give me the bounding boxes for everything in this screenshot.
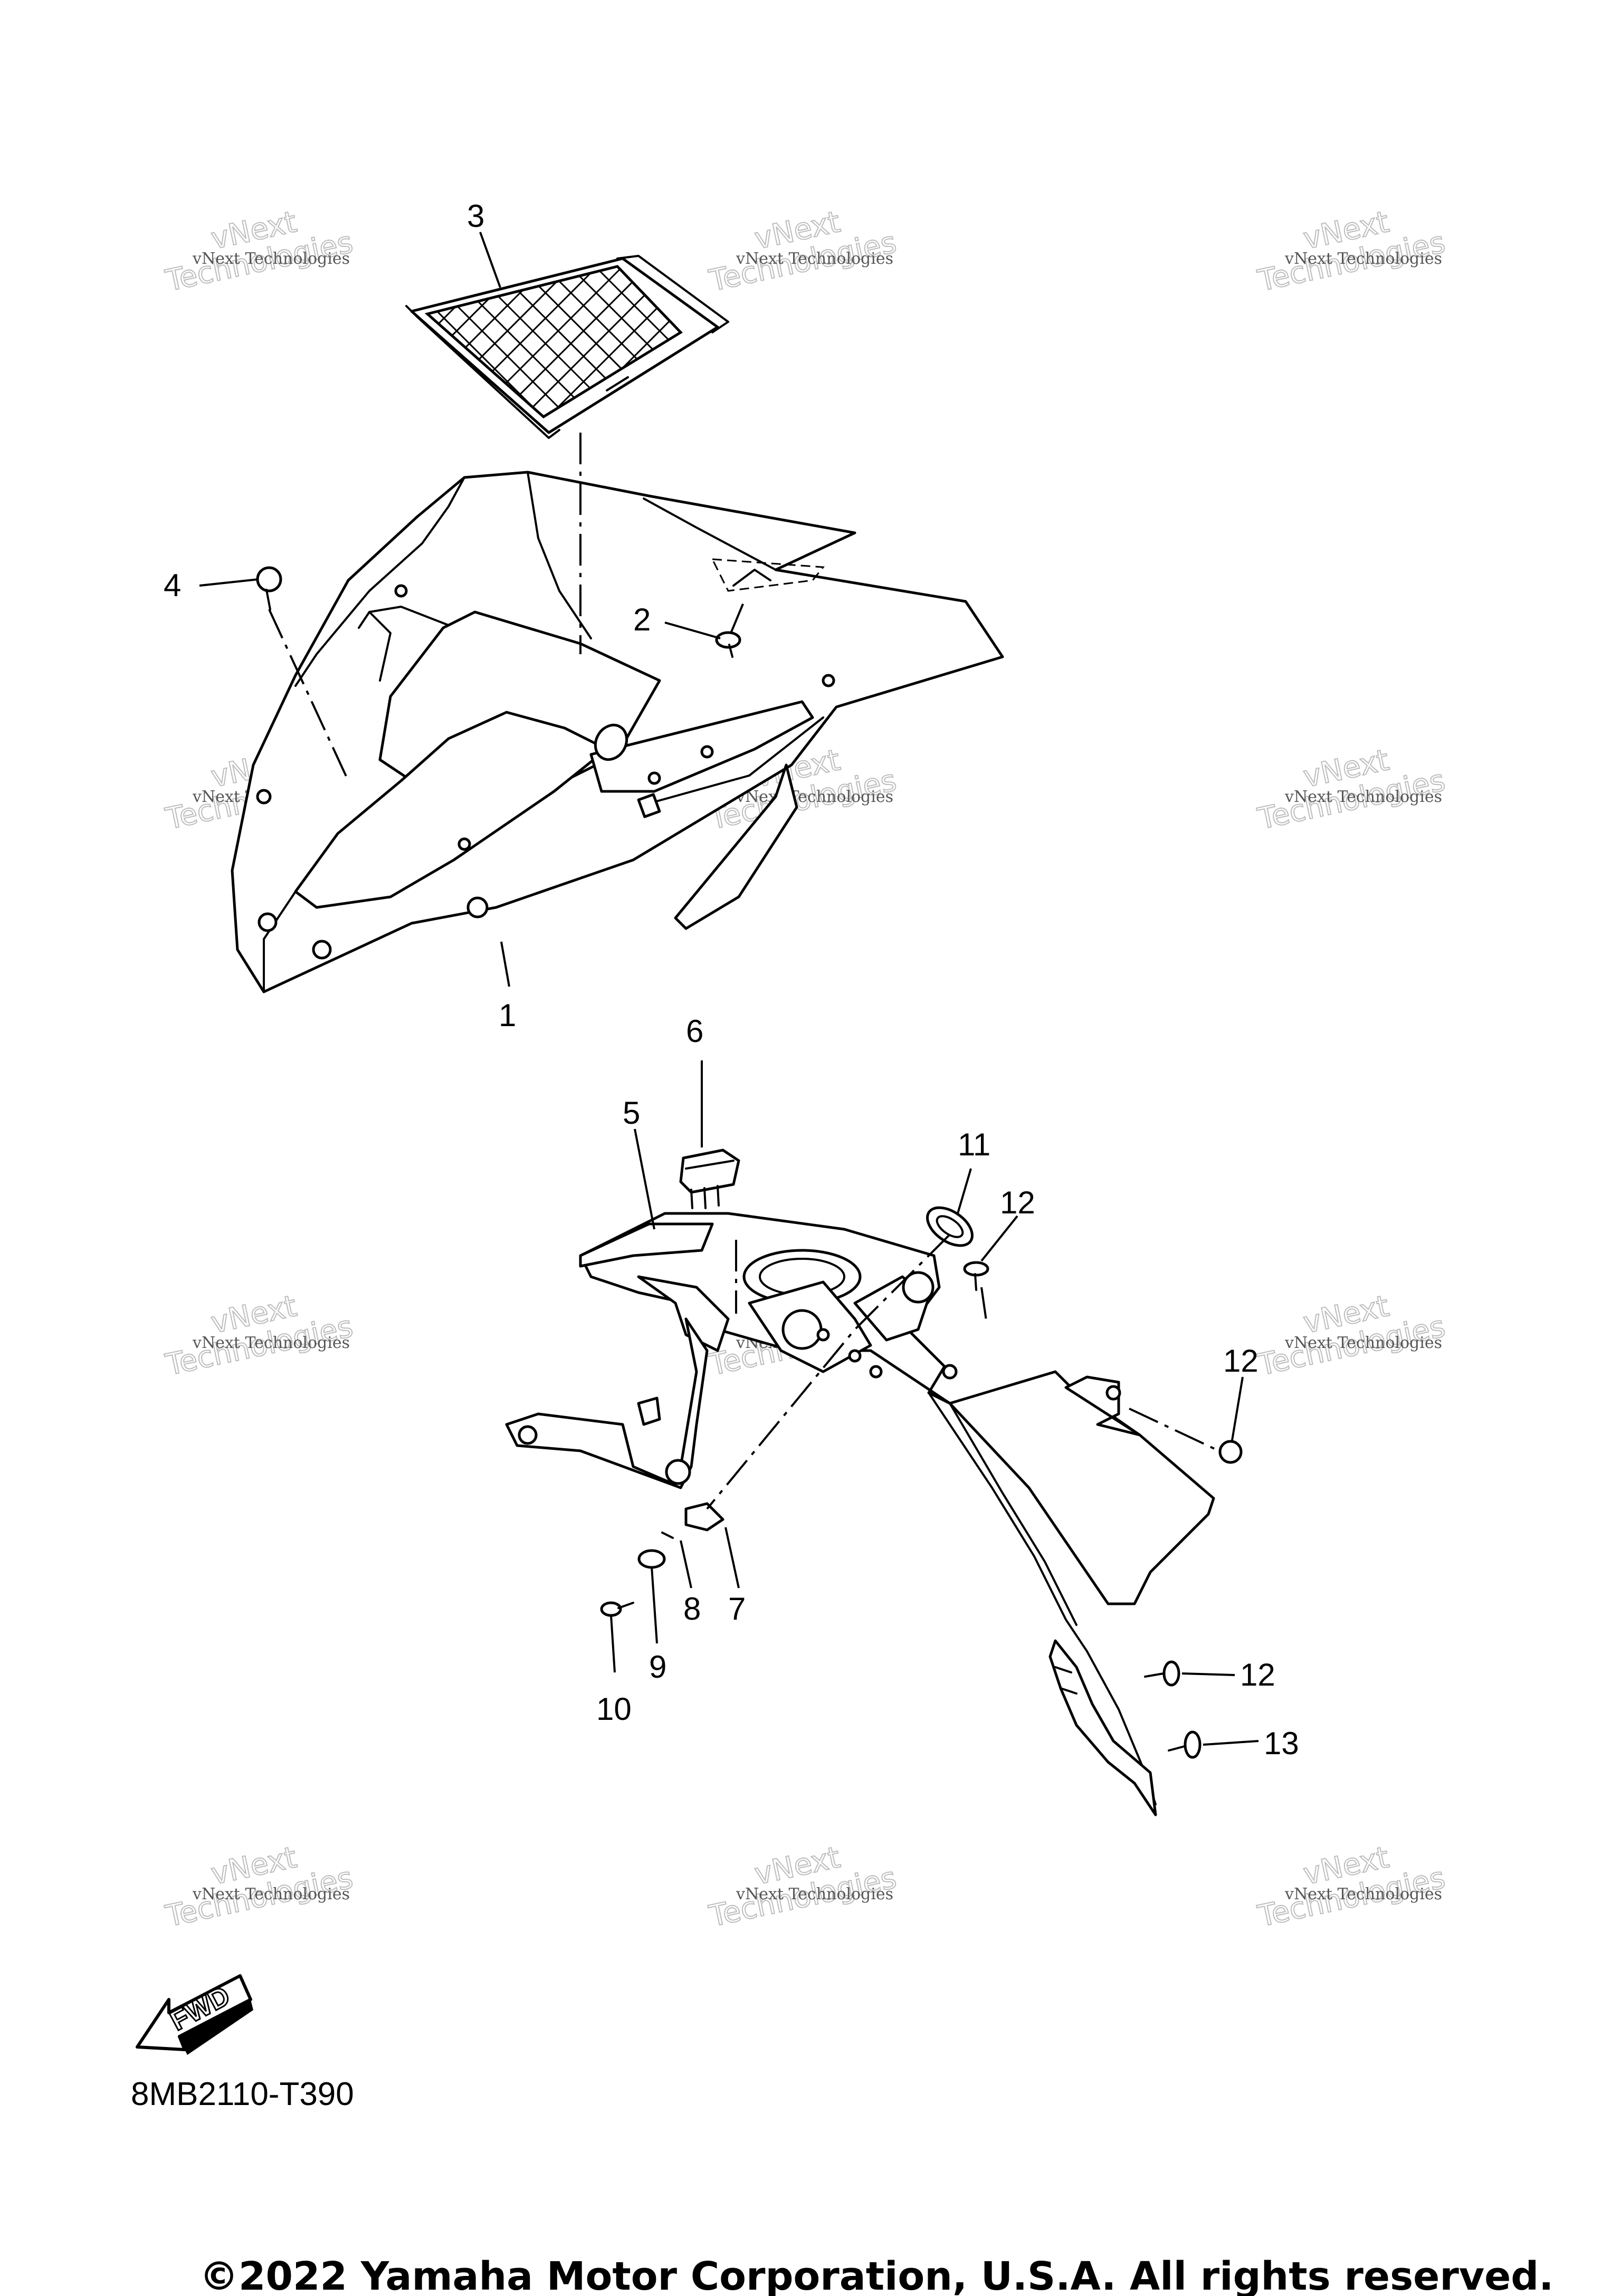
callout-6: 6: [686, 1013, 703, 1049]
svg-text:vNext Technologies: vNext Technologies: [1284, 1334, 1442, 1352]
callout-12a: 12: [1000, 1185, 1035, 1220]
callout-3: 3: [467, 198, 484, 234]
callout-numbers: 3 4 2 1 6 5 11 12 12 7 8 9 10 12 13: [164, 198, 1299, 1761]
svg-text:vNext Technologies: vNext Technologies: [1284, 788, 1442, 806]
watermark-3: vNext Technologies vNext Technologies: [1254, 204, 1448, 299]
part-10-bolt: [600, 1601, 634, 1617]
part-11-grommet: [926, 1206, 974, 1247]
copyright-notice: ©2022 Yamaha Motor Corporation, U.S.A. A…: [199, 2254, 1553, 2296]
callout-7: 7: [728, 1591, 746, 1627]
callout-9: 9: [649, 1649, 666, 1685]
svg-text:vNext Technologies: vNext Technologies: [736, 1885, 893, 1903]
leaders-upper: [199, 232, 745, 987]
part-2-screw: [715, 631, 741, 658]
part-1-front-cowling: [231, 471, 1004, 993]
svg-text:vNext Technologies: vNext Technologies: [192, 250, 350, 268]
part-12-fastener-c: [1144, 1660, 1180, 1687]
callout-13: 13: [1264, 1726, 1299, 1761]
svg-text:vNext Technologies: vNext Technologies: [736, 788, 893, 806]
leaders-lower: [610, 1060, 1259, 1746]
part-12-fastener-b: [1218, 1440, 1243, 1464]
part-12-fastener-a: [963, 1261, 989, 1291]
watermark-2: vNext Technologies vNext Technologies: [705, 204, 900, 299]
callout-4: 4: [164, 568, 181, 603]
watermark-7: vNext Technologies vNext Technologies: [162, 1288, 356, 1383]
part-3-vent-grille: [405, 255, 729, 439]
diagram-code: 8MB2110-T390: [131, 2076, 354, 2112]
watermark-10: vNext Technologies vNext Technologies: [162, 1840, 356, 1934]
callout-12c: 12: [1240, 1657, 1275, 1692]
watermark-9: vNext Technologies vNext Technologies: [1254, 1288, 1448, 1383]
callout-10: 10: [596, 1691, 632, 1727]
svg-text:vNext Technologies: vNext Technologies: [192, 1885, 350, 1903]
svg-text:vNext Technologies: vNext Technologies: [736, 250, 893, 268]
callout-5: 5: [623, 1095, 640, 1131]
svg-text:vNext Technologies: vNext Technologies: [1284, 250, 1442, 268]
svg-text:vNext Technologies: vNext Technologies: [192, 1334, 350, 1352]
part-6-switch: [679, 1149, 740, 1209]
watermark-11: vNext Technologies vNext Technologies: [705, 1840, 900, 1934]
fwd-arrow-icon: FWD: [136, 1974, 253, 2055]
part-13-screw: [1168, 1730, 1202, 1759]
callout-8: 8: [683, 1591, 701, 1627]
part-9-collar: [637, 1549, 666, 1569]
watermark-12: vNext Technologies vNext Technologies: [1254, 1840, 1448, 1934]
part-4-screw: [256, 566, 282, 610]
part-8-washer: [661, 1532, 674, 1539]
part-5-inner-panel: [505, 1212, 1215, 1816]
callout-2: 2: [633, 602, 651, 637]
part-7-nut: [684, 1502, 724, 1532]
watermark-6: vNext Technologies vNext Technologies: [1254, 742, 1448, 837]
watermark-1: vNext Technologies vNext Technologies: [162, 204, 356, 299]
svg-text:vNext Technologies: vNext Technologies: [1284, 1885, 1442, 1903]
callout-1: 1: [499, 998, 516, 1033]
callout-11: 11: [958, 1127, 990, 1162]
callout-12b: 12: [1223, 1343, 1258, 1379]
